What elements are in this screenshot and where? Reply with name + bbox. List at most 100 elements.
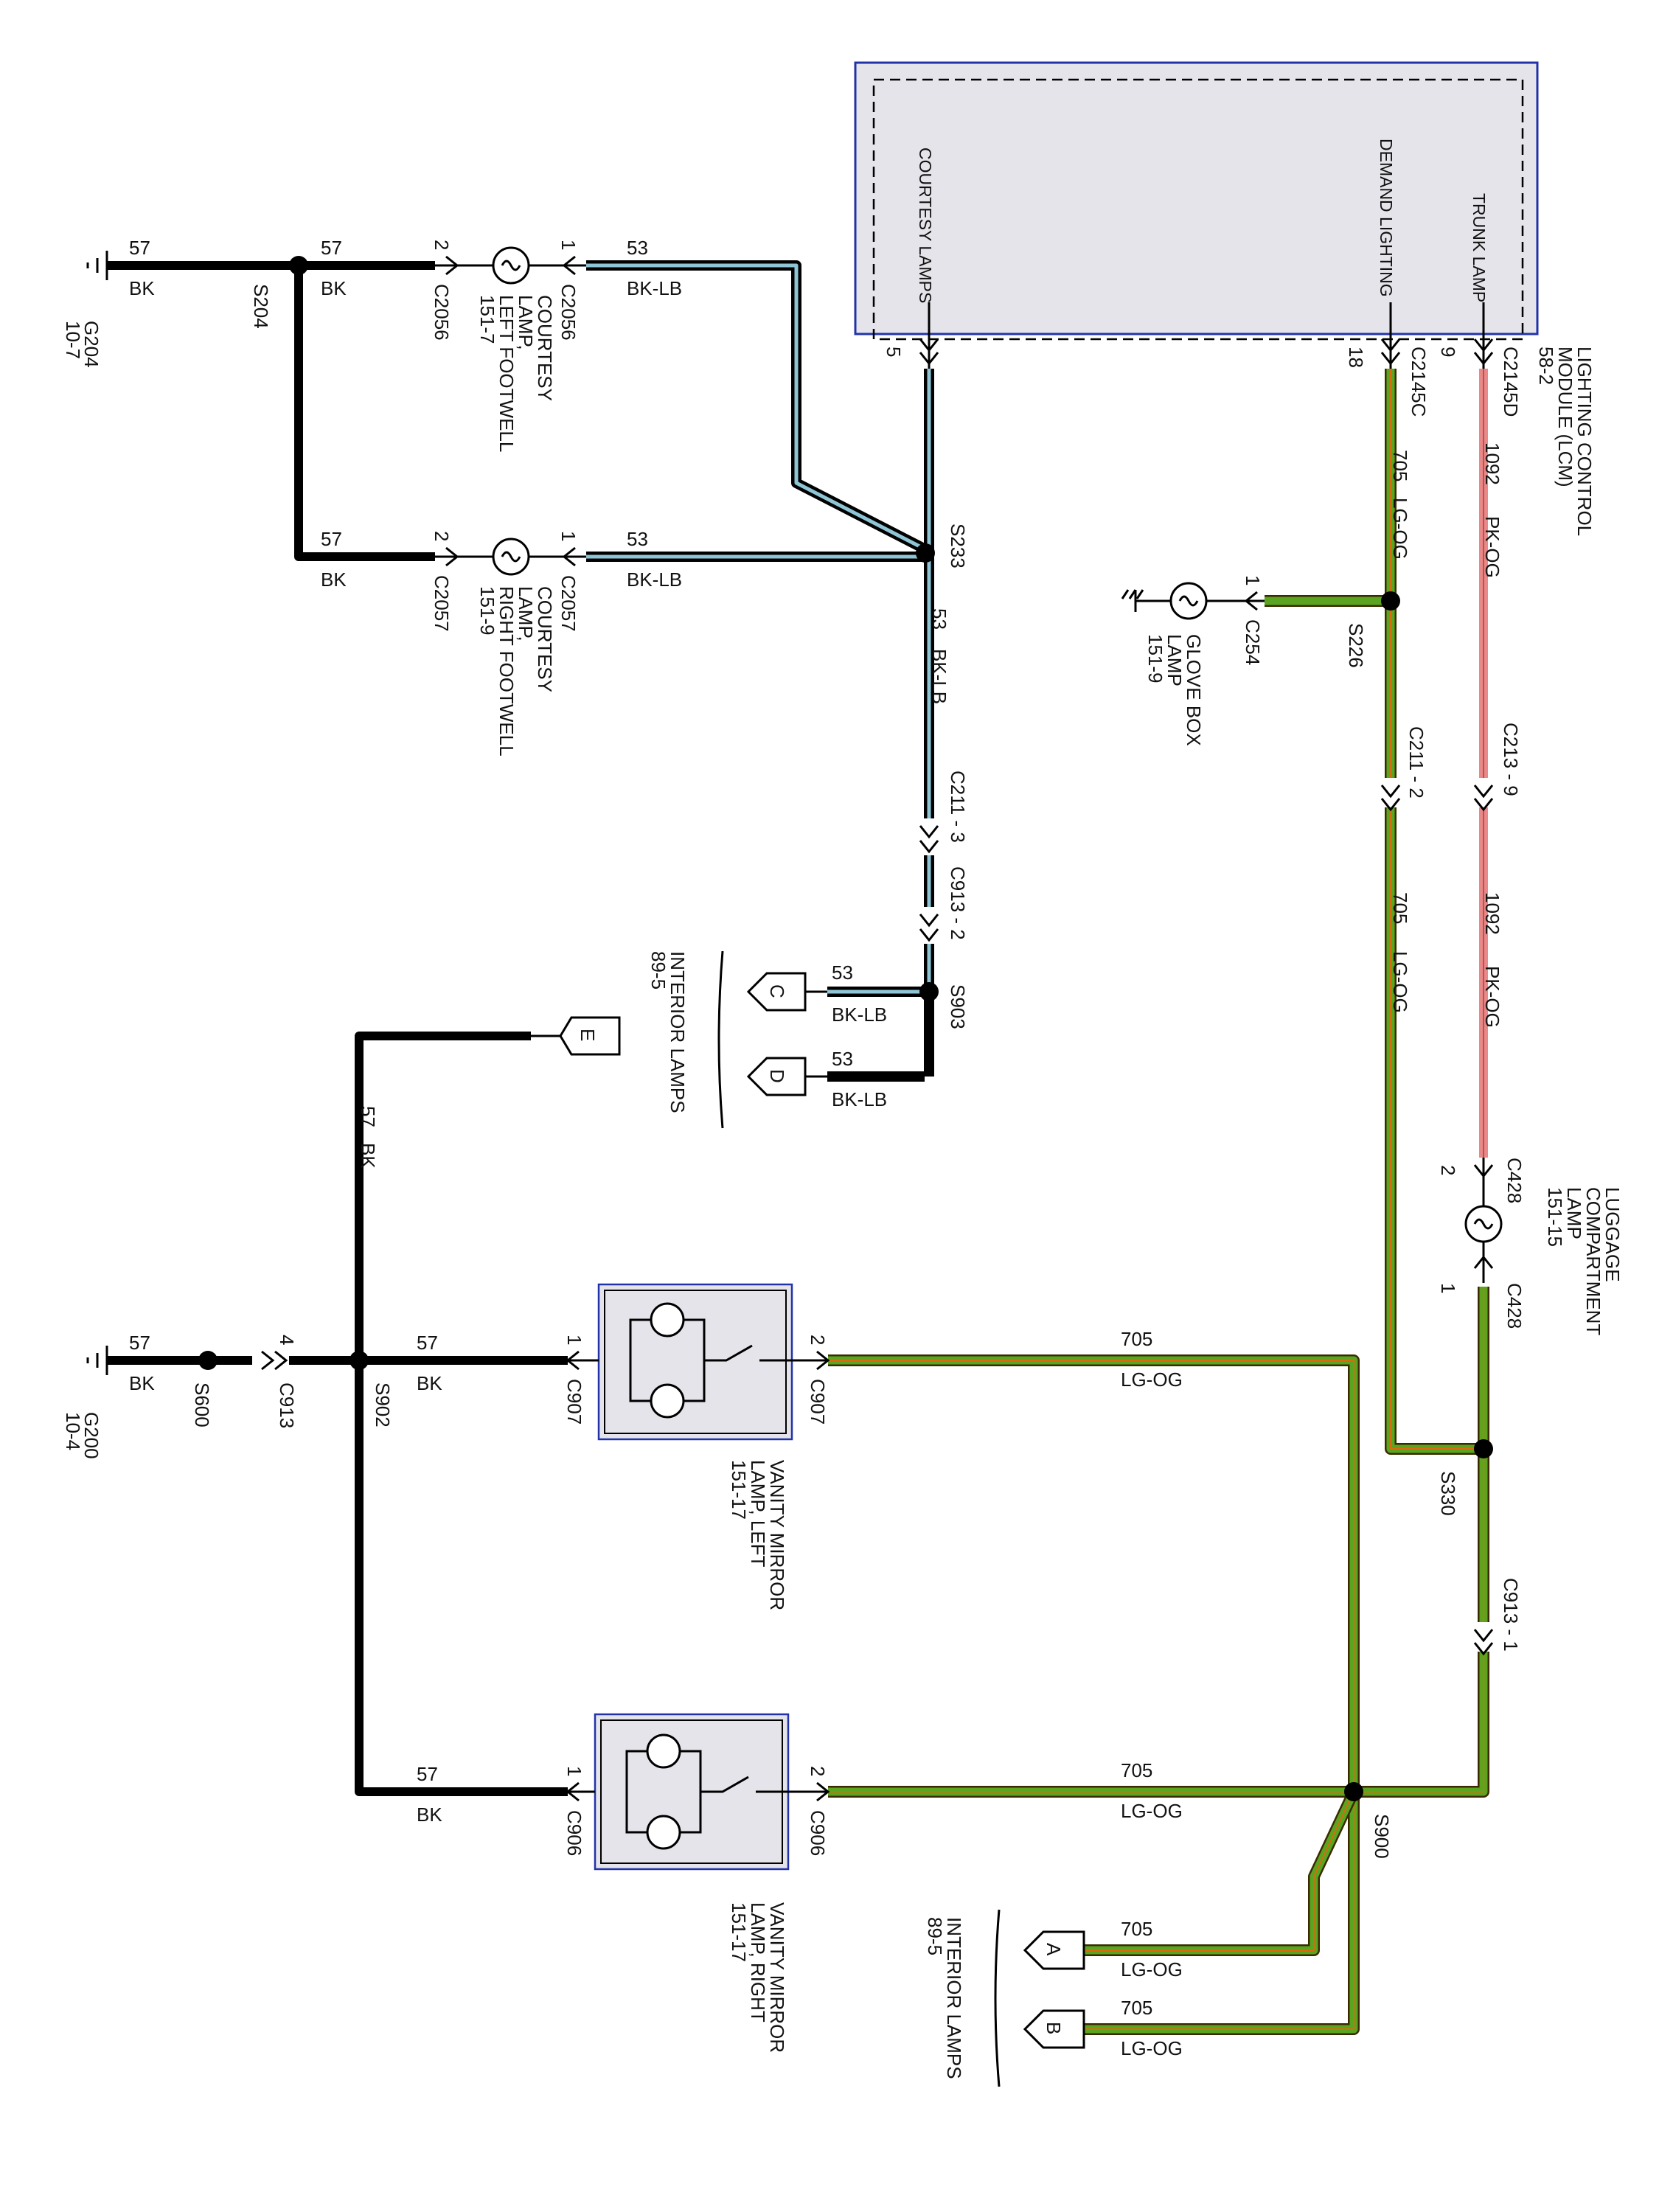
svg-text:VANITY MIRROR: VANITY MIRROR	[766, 1460, 788, 1610]
connector-c211-3-c913-2: C211 - 3 C913 - 2	[919, 771, 969, 944]
svg-text:2: 2	[1437, 1165, 1459, 1175]
svg-text:4: 4	[276, 1335, 298, 1345]
svg-text:BK-LB: BK-LB	[627, 277, 682, 299]
vanity-mirror-lamp-right: 1 C906 2 C906 VANITY MIRROR LAMP, RIGHT …	[563, 1713, 830, 2053]
svg-text:G204: G204	[80, 321, 102, 368]
svg-text:1: 1	[1437, 1283, 1459, 1293]
svg-text:151-15: 151-15	[1544, 1187, 1566, 1247]
svg-text:BK-LB: BK-LB	[928, 649, 950, 704]
svg-text:INTERIOR LAMPS: INTERIOR LAMPS	[667, 951, 689, 1113]
splice-s902	[349, 1351, 369, 1370]
svg-text:151-9: 151-9	[1144, 634, 1166, 684]
svg-text:LG-OG: LG-OG	[1121, 2037, 1183, 2059]
svg-text:G200: G200	[80, 1412, 102, 1459]
svg-text:BK: BK	[129, 1372, 155, 1394]
svg-text:705: 705	[1121, 1328, 1152, 1350]
svg-text:C2057: C2057	[557, 575, 580, 632]
svg-text:BK-LB: BK-LB	[627, 568, 682, 591]
svg-text:S903: S903	[947, 984, 969, 1029]
svg-text:1: 1	[557, 531, 580, 541]
svg-text:10-4: 10-4	[62, 1412, 84, 1450]
splice-s900	[1344, 1782, 1363, 1801]
svg-text:E: E	[577, 1029, 599, 1041]
svg-text:57: 57	[321, 237, 342, 259]
svg-text:C2056: C2056	[557, 284, 580, 341]
module-pin-trunk-lamp: TRUNK LAMP	[1470, 193, 1489, 302]
svg-text:C211 - 2: C211 - 2	[1405, 726, 1427, 799]
wire-1092-label-2: 1092	[1481, 892, 1503, 935]
luggage-compartment-lamp: C428 2 C428 1 LUGGAGE COMPARTMENT LAMP 1…	[1437, 1158, 1624, 1335]
svg-text:2: 2	[431, 240, 453, 250]
courtesy-lamp-left: 1 C2056 2 C2056 COURTESY LAMP, LEFT FOOT…	[431, 240, 586, 452]
connector-c913-1: C913 - 1	[1473, 1578, 1522, 1656]
svg-text:C428: C428	[1503, 1158, 1526, 1203]
wire-57-bk-top: 57 BK 57 BK 57 BK G204 10-7	[62, 237, 435, 591]
switch-icon	[700, 1775, 788, 1793]
bulb-icon	[1178, 595, 1199, 607]
wire-pkog-label: PK-OG	[1481, 516, 1503, 578]
svg-text:C2057: C2057	[431, 575, 453, 632]
interior-lamps-ref-bottom: A B INTERIOR LAMPS 89-5	[924, 1909, 1085, 2087]
tag-d	[746, 1057, 807, 1096]
svg-text:S226: S226	[1345, 623, 1367, 668]
svg-text:57: 57	[129, 237, 150, 259]
svg-text:C913 - 2: C913 - 2	[947, 866, 969, 940]
svg-text:C913 - 1: C913 - 1	[1500, 1578, 1522, 1652]
svg-text:151-17: 151-17	[728, 1902, 750, 1962]
svg-text:2: 2	[431, 531, 453, 541]
svg-text:INTERIOR LAMPS: INTERIOR LAMPS	[943, 1917, 965, 2079]
wire-1092-pkog: 1092 PK-OG 1092 PK-OG	[1479, 369, 1503, 1158]
connector-c213-9: C213 - 9	[1473, 723, 1522, 812]
svg-text:53: 53	[928, 608, 950, 630]
svg-text:BK: BK	[417, 1804, 442, 1826]
svg-text:LAMP: LAMP	[1563, 1187, 1585, 1239]
svg-text:C213 - 9: C213 - 9	[1500, 723, 1522, 796]
module-pin-connectors: 5 18 C2145C 9 C2145D	[883, 302, 1522, 417]
module-name-line2: MODULE (LCM)	[1554, 347, 1576, 487]
svg-text:151-7: 151-7	[476, 295, 498, 344]
lighting-control-module: COURTESY LAMPS DEMAND LIGHTING TRUNK LAM…	[854, 61, 1596, 536]
svg-text:LG-OG: LG-OG	[1121, 1368, 1183, 1391]
svg-text:LG-OG: LG-OG	[1121, 1958, 1183, 1980]
vanity-mirror-lamp-left: 1 C907 2 C907 VANITY MIRROR LAMP, LEFT 1…	[563, 1283, 830, 1610]
courtesy-lamp-right: 1 C2057 2 C2057 COURTESY LAMP, RIGHT FOO…	[431, 531, 586, 757]
svg-text:LG-OG: LG-OG	[1121, 1800, 1183, 1822]
svg-text:BK: BK	[357, 1143, 379, 1169]
ground-g200-icon	[86, 1346, 108, 1375]
bulb-icon	[501, 551, 521, 563]
pin-5: 5	[883, 347, 905, 357]
connector-c211-2: C211 - 2	[1380, 726, 1427, 812]
svg-text:S900: S900	[1371, 1814, 1393, 1859]
svg-text:S204: S204	[250, 284, 272, 329]
wire-pkog-label-2: PK-OG	[1481, 966, 1503, 1028]
svg-text:89-5: 89-5	[647, 951, 669, 990]
svg-text:89-5: 89-5	[924, 1917, 946, 1955]
svg-text:C254: C254	[1242, 619, 1264, 665]
svg-text:C2056: C2056	[431, 284, 453, 341]
bulb-icon	[501, 260, 521, 271]
pin-18: 18	[1345, 347, 1367, 368]
svg-text:57: 57	[321, 528, 342, 550]
switch-icon	[704, 1344, 792, 1362]
module-name-line1: LIGHTING CONTROL	[1573, 347, 1596, 536]
svg-text:53: 53	[627, 237, 648, 259]
svg-text:C907: C907	[807, 1379, 829, 1425]
tag-b	[1023, 2009, 1085, 2049]
svg-text:LAMP,: LAMP,	[515, 586, 537, 641]
svg-text:57: 57	[129, 1332, 150, 1354]
module-name-line3: 58-2	[1535, 347, 1557, 385]
splice-s903	[919, 982, 939, 1001]
svg-text:VANITY MIRROR: VANITY MIRROR	[766, 1902, 788, 2053]
bulb-icon	[1473, 1218, 1494, 1230]
tag-e: E	[531, 1016, 621, 1056]
svg-text:705: 705	[1121, 1918, 1152, 1940]
svg-text:B: B	[1043, 2022, 1065, 2034]
svg-text:2: 2	[807, 1335, 829, 1345]
glove-box-lamp: 1 C254 GLOVE BOX LAMP 151-9	[1121, 575, 1265, 746]
wire-53-bklb: 53 BK-LB 53 BK-LB 53 BK-LB 53 BK-LB 53 B…	[586, 237, 950, 1110]
svg-text:BK: BK	[417, 1372, 442, 1394]
svg-text:1: 1	[557, 240, 580, 250]
svg-text:705: 705	[1389, 450, 1411, 481]
svg-text:151-9: 151-9	[476, 586, 498, 636]
svg-text:BK-LB: BK-LB	[832, 1088, 887, 1110]
